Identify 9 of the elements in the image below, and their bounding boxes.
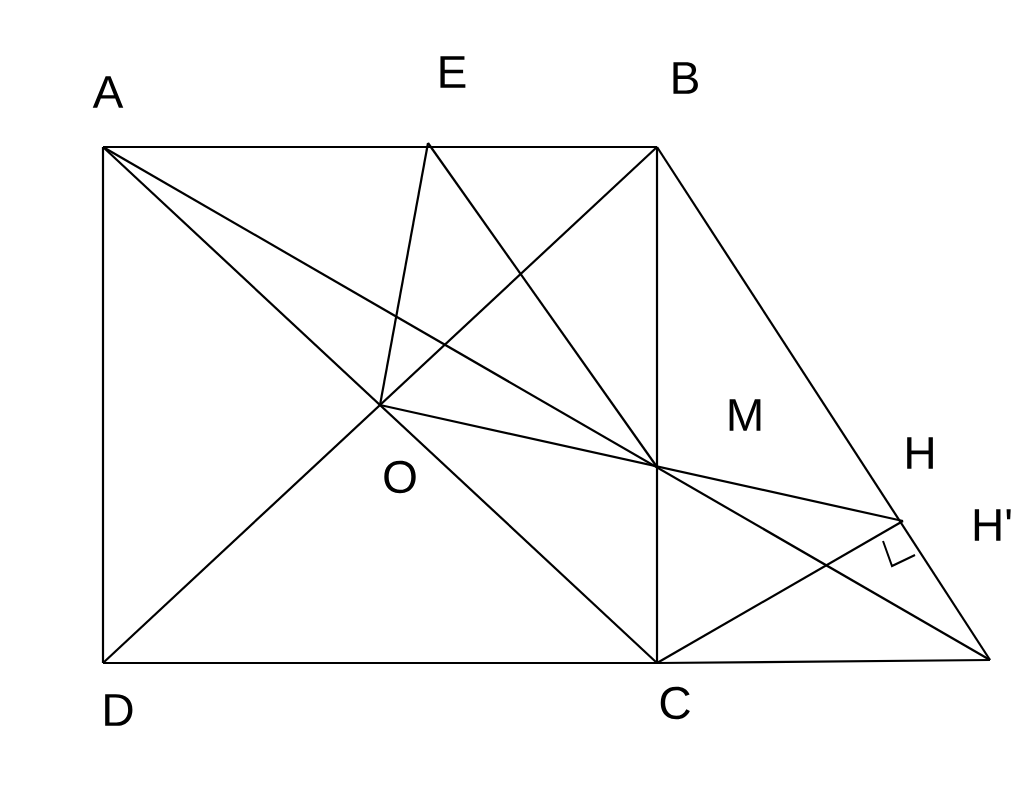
point-label: A <box>92 76 124 108</box>
point-label: D <box>105 694 133 726</box>
point-label: H <box>907 437 933 469</box>
point-label: O <box>384 460 416 494</box>
point-label: E <box>440 56 466 88</box>
point-label: B <box>673 62 698 94</box>
point-label: C <box>660 686 690 720</box>
point-label: H' <box>974 509 1011 541</box>
point-label: M <box>729 399 761 431</box>
